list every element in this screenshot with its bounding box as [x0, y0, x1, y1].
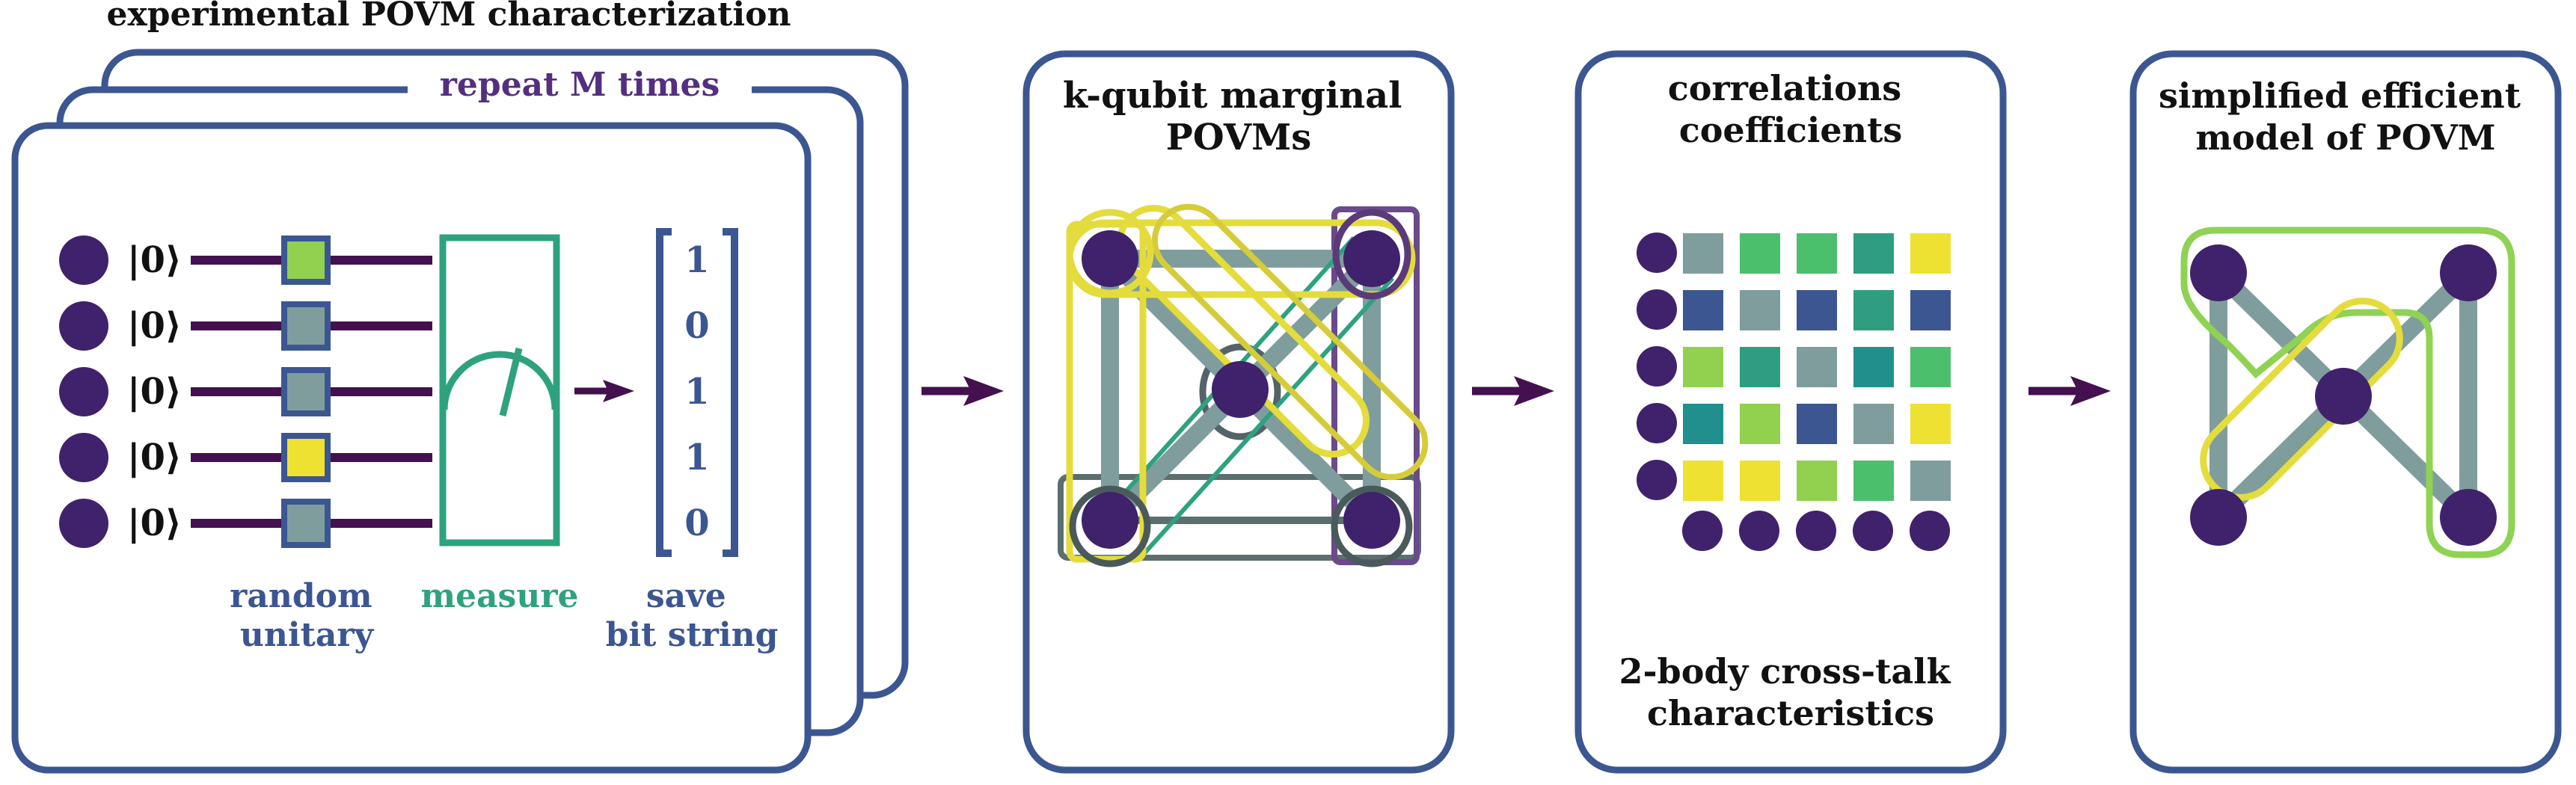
correlation-cell — [1740, 347, 1780, 387]
correlation-cell — [1910, 347, 1951, 387]
correlation-cell — [1853, 290, 1894, 330]
bracket-right — [723, 228, 738, 557]
meter-needle — [499, 347, 523, 417]
qubit-dot — [59, 433, 108, 482]
ket-label: |0⟩ — [127, 502, 182, 544]
qubit-line: |0⟩ — [59, 236, 432, 285]
col-qubit-dot — [1739, 511, 1779, 551]
correlation-cell — [1797, 233, 1837, 274]
arrow-to-bitstring — [574, 380, 634, 402]
experiment-title: experimental POVM characterization — [107, 0, 791, 34]
correlation-cell — [1797, 461, 1837, 501]
correlation-cell — [1910, 461, 1951, 501]
correlation-cell — [1740, 461, 1780, 501]
ket-label: |0⟩ — [127, 437, 182, 478]
flow-arrow — [921, 376, 1004, 406]
qubit-node — [1212, 361, 1269, 418]
qubit-dot — [59, 367, 108, 416]
col-qubit-dot — [1682, 511, 1723, 551]
row-qubit-dot — [1637, 233, 1677, 273]
correlation-cell — [1740, 233, 1780, 274]
efficient-model-title: simplified efficient model of POVM — [2159, 76, 2533, 158]
bit-value: 1 — [684, 437, 709, 478]
correlations-title: correlations coefficients — [1668, 68, 1913, 150]
ket-label: |0⟩ — [127, 305, 182, 347]
correlation-cell — [1683, 347, 1723, 387]
qubit-node — [2190, 244, 2247, 301]
unitary-gate — [281, 367, 331, 416]
marginals-title: k-qubit marginal POVMs — [1063, 75, 1414, 158]
correlations-panel — [1574, 50, 2007, 774]
correlation-cell — [1740, 290, 1780, 330]
efficient-model-graph — [2180, 227, 2515, 558]
flow-arrow — [1472, 376, 1554, 406]
correlation-cell — [1910, 290, 1951, 330]
experiment-card — [11, 122, 812, 774]
correlation-cell — [1797, 404, 1837, 444]
col-qubit-dot — [1796, 511, 1836, 551]
qubit-line: |0⟩ — [59, 301, 432, 351]
qubit-node — [1343, 492, 1400, 549]
qubit-dot — [59, 236, 108, 285]
correlation-matrix — [1637, 233, 1951, 551]
row-qubit-dot — [1637, 289, 1677, 330]
correlation-cell — [1683, 233, 1723, 274]
col-qubit-dot — [1910, 511, 1950, 551]
qubit-node — [2190, 489, 2247, 546]
measure-label: measure — [421, 577, 579, 615]
correlation-cell — [1797, 290, 1837, 330]
qubit-line: |0⟩ — [59, 367, 432, 416]
qubit-dot — [59, 301, 108, 351]
green-cluster-hull — [2180, 227, 2515, 558]
qubit-register: |0⟩ |0⟩ |0⟩ |0⟩ |0⟩ — [59, 236, 432, 548]
unitary-gate — [281, 301, 331, 351]
correlation-cell — [1683, 461, 1723, 501]
yellow-cluster-hull — [2200, 298, 2403, 501]
bracket-left — [656, 228, 672, 557]
unitary-gate — [281, 433, 331, 482]
correlation-cell — [1853, 404, 1894, 444]
bitstring-vector: 1 0 1 1 0 — [656, 228, 738, 557]
correlation-cell — [1683, 404, 1723, 444]
repeat-label: repeat M times — [440, 66, 720, 104]
flow-arrow — [2028, 376, 2111, 406]
qubit-node — [1082, 492, 1138, 549]
meter-icon — [441, 351, 559, 410]
qubit-line: |0⟩ — [59, 499, 432, 548]
correlation-cell — [1740, 404, 1780, 444]
qubit-dot — [59, 499, 108, 548]
bit-value: 0 — [684, 502, 709, 544]
correlation-cell — [1910, 404, 1951, 444]
measurement-box — [439, 234, 560, 547]
bit-value: 1 — [684, 371, 709, 413]
qubit-node — [2440, 489, 2497, 546]
correlation-cell — [1853, 233, 1894, 274]
bit-value: 0 — [684, 305, 709, 347]
col-qubit-dot — [1853, 511, 1893, 551]
qubit-line: |0⟩ — [59, 433, 432, 482]
bit-value: 1 — [684, 239, 709, 281]
correlation-cell — [1853, 347, 1894, 387]
correlation-cell — [1853, 461, 1894, 501]
qubit-node — [2315, 368, 2372, 425]
qubit-node — [2440, 244, 2497, 301]
ket-label: |0⟩ — [127, 239, 182, 281]
row-qubit-dot — [1637, 346, 1677, 387]
unitary-gate — [281, 499, 331, 548]
crosstalk-caption: 2-body cross-talk characteristics — [1619, 651, 1962, 733]
correlation-cell — [1797, 347, 1837, 387]
row-qubit-dot — [1637, 460, 1677, 500]
correlation-cell — [1910, 233, 1951, 274]
correlation-cell — [1683, 290, 1723, 330]
marginals-graph — [1058, 203, 1429, 567]
save-bitstring-label: save bit string — [606, 577, 779, 654]
ket-label: |0⟩ — [127, 371, 182, 413]
row-qubit-dot — [1637, 403, 1677, 443]
qubit-node — [1343, 230, 1400, 287]
qubit-node — [1082, 230, 1138, 287]
random-unitary-label: random unitary — [230, 577, 384, 654]
unitary-gate — [281, 236, 331, 285]
